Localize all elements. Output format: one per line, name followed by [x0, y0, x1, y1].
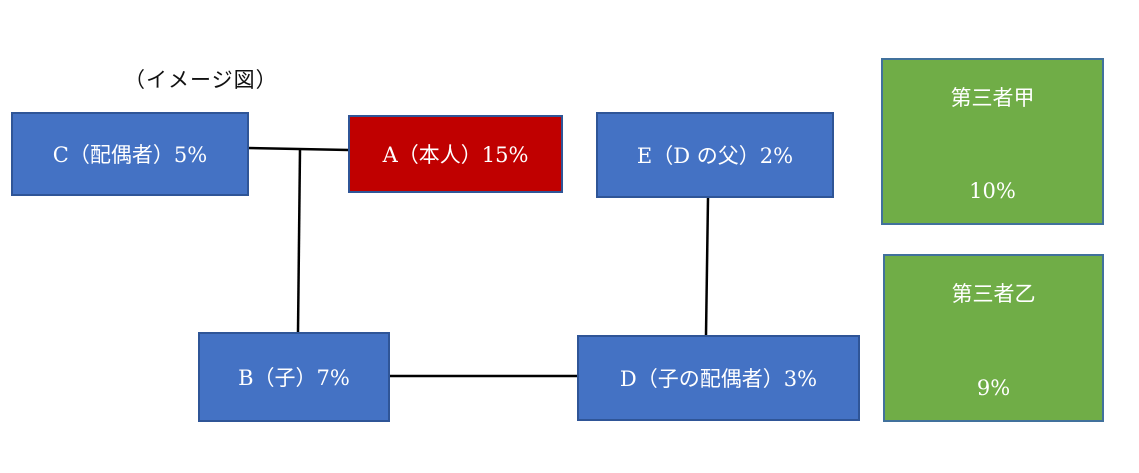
node-b-child: B（子）7%: [198, 332, 390, 422]
child-line-to-b: [296, 148, 302, 333]
parent-line-e-d: [704, 197, 710, 336]
node-a-label: A（本人）15%: [382, 143, 529, 167]
node-e-label: E（D の父）2%: [636, 144, 794, 168]
node-e-father-of-d: E（D の父）2%: [596, 112, 834, 198]
node-a-principal: A（本人）15%: [348, 115, 563, 193]
node-c-label: C（配偶者）5%: [52, 143, 208, 167]
node-d-child-spouse: D（子の配偶者）3%: [577, 335, 860, 421]
third-party-kou-share: 10%: [969, 179, 1016, 203]
node-c-spouse: C（配偶者）5%: [11, 112, 249, 196]
diagram-caption: （イメージ図）: [124, 68, 278, 92]
node-b-label: B（子）7%: [238, 366, 350, 390]
third-party-kou: 第三者甲 10%: [881, 58, 1104, 225]
third-party-otsu: 第三者乙 9%: [883, 254, 1104, 422]
third-party-kou-name: 第三者甲: [950, 86, 1035, 110]
third-party-otsu-name: 第三者乙: [951, 282, 1036, 306]
third-party-otsu-share: 9%: [976, 376, 1011, 400]
spouse-line-c-a: [247, 146, 350, 152]
node-d-label: D（子の配偶者）3%: [619, 367, 818, 391]
